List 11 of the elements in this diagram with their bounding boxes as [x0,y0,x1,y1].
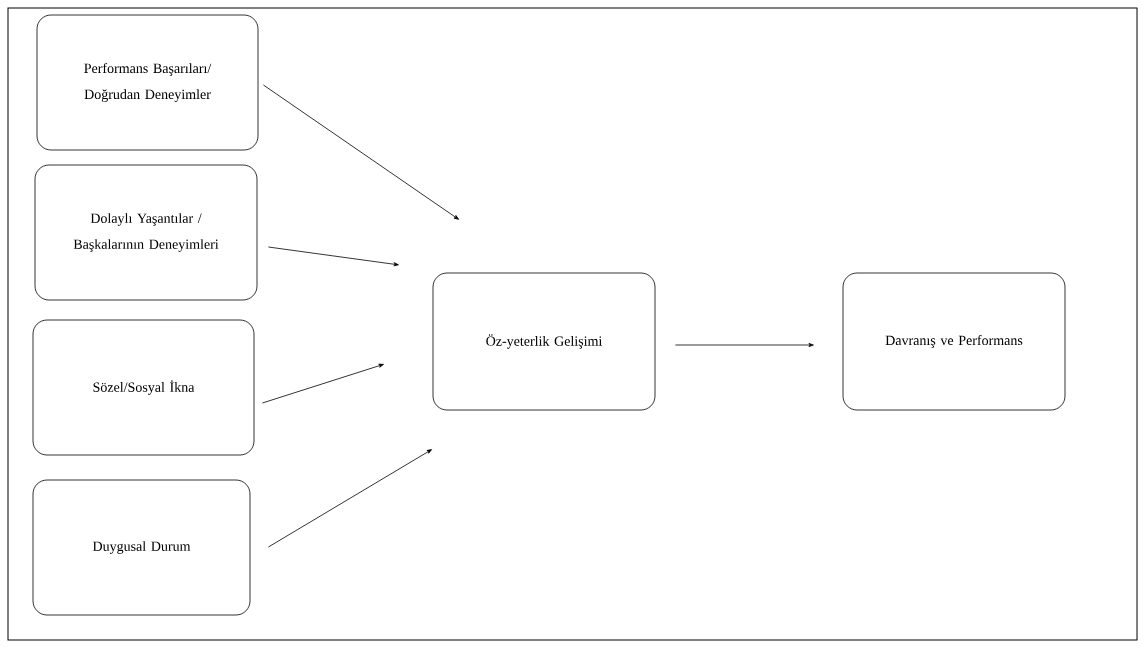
rounded-box: Öz-yeterlik Gelişimi [432,272,656,411]
arrow [262,363,384,404]
arrow [268,246,399,267]
arrow [268,449,432,548]
arrow [675,343,814,347]
rounded-box: Dolaylı Yaşantılar / Başkalarının Deneyimleri [34,164,258,301]
arrow [263,84,460,220]
rounded-box: Sözel/Sosyal İkna [32,319,255,456]
rounded-box: Performans Başarıları/ Doğrudan Deneyimler [36,14,259,151]
rounded-box: Duygusal Durum [32,479,251,616]
rounded-box: Davranış ve Performans [842,272,1066,411]
